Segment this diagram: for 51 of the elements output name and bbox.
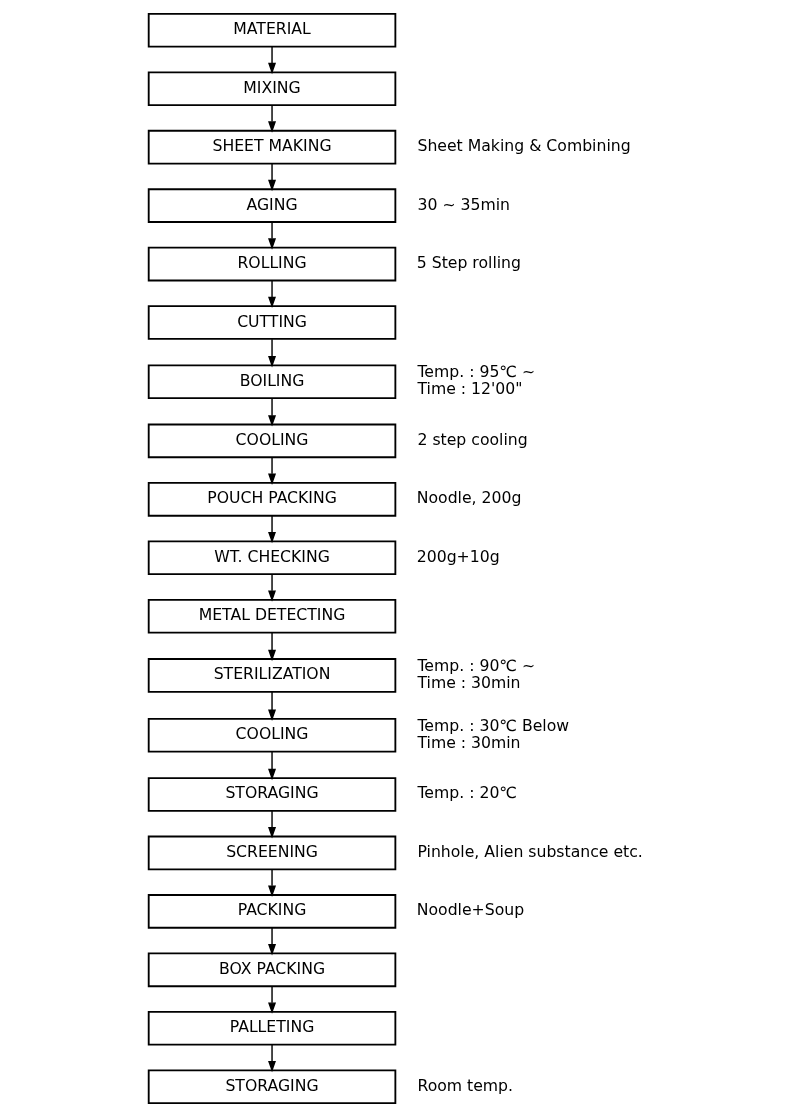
node-label: 5 Step rolling	[416, 253, 521, 273]
arrow	[268, 397, 277, 427]
node-box: COOLING	[147, 423, 397, 459]
arrow	[268, 163, 277, 192]
node-box: WT. CHECKING	[147, 540, 397, 576]
node-label: 200g+10g	[416, 546, 500, 566]
arrow	[268, 456, 277, 485]
node-box: MATERIAL	[147, 12, 397, 48]
node-label: Noodle, 200g	[416, 488, 522, 508]
node-box: BOX PACKING	[147, 952, 397, 988]
node-box: MIXING	[147, 71, 397, 107]
node-label: 30 ~ 35min	[417, 194, 511, 214]
arrow	[268, 104, 277, 133]
arrow	[268, 338, 277, 368]
node-label: Noodle+Soup	[416, 900, 525, 920]
arrow	[268, 46, 277, 75]
arrow	[268, 927, 277, 956]
arrow	[268, 751, 277, 781]
node-label: Temp. : 95℃ ~	[417, 362, 536, 382]
node-box: STORAGING	[147, 777, 397, 812]
node-box: ROLLING	[147, 246, 397, 282]
node-label: Temp. : 20℃	[417, 783, 518, 803]
node-box: POUCH PACKING	[147, 482, 397, 517]
arrow	[268, 810, 277, 839]
node-box: CUTTING	[147, 305, 397, 340]
node-box: PALLETING	[147, 1010, 397, 1046]
node-label: Pinhole, Alien substance etc.	[417, 841, 643, 861]
node-label: Temp. : 90℃ ~	[417, 655, 536, 675]
node-label: Temp. : 30℃ Below	[417, 715, 570, 735]
arrow	[268, 280, 277, 309]
arrow	[268, 1044, 277, 1073]
node-box: STERILIZATION	[147, 658, 397, 693]
node-label: Room temp.	[417, 1075, 514, 1095]
arrow	[268, 691, 277, 721]
node-box: COOLING	[147, 717, 397, 753]
node-box: METAL DETECTING	[147, 598, 397, 634]
node-label: Time : 12'00"	[417, 379, 523, 399]
arrow	[268, 573, 277, 602]
arrow	[268, 985, 277, 1014]
arrow	[268, 221, 277, 250]
node-box: SCREENING	[147, 835, 397, 871]
arrow	[268, 515, 277, 544]
node-box: STORAGING	[147, 1069, 397, 1105]
node-box: PACKING	[147, 894, 397, 929]
arrow	[268, 868, 277, 897]
node-label: Sheet Making & Combining	[417, 136, 631, 156]
node-box: AGING	[147, 188, 397, 223]
node-label: 2 step cooling	[417, 429, 528, 449]
arrow	[268, 632, 277, 662]
node-box: SHEET MAKING	[147, 129, 397, 165]
node-box: BOILING	[147, 364, 397, 400]
